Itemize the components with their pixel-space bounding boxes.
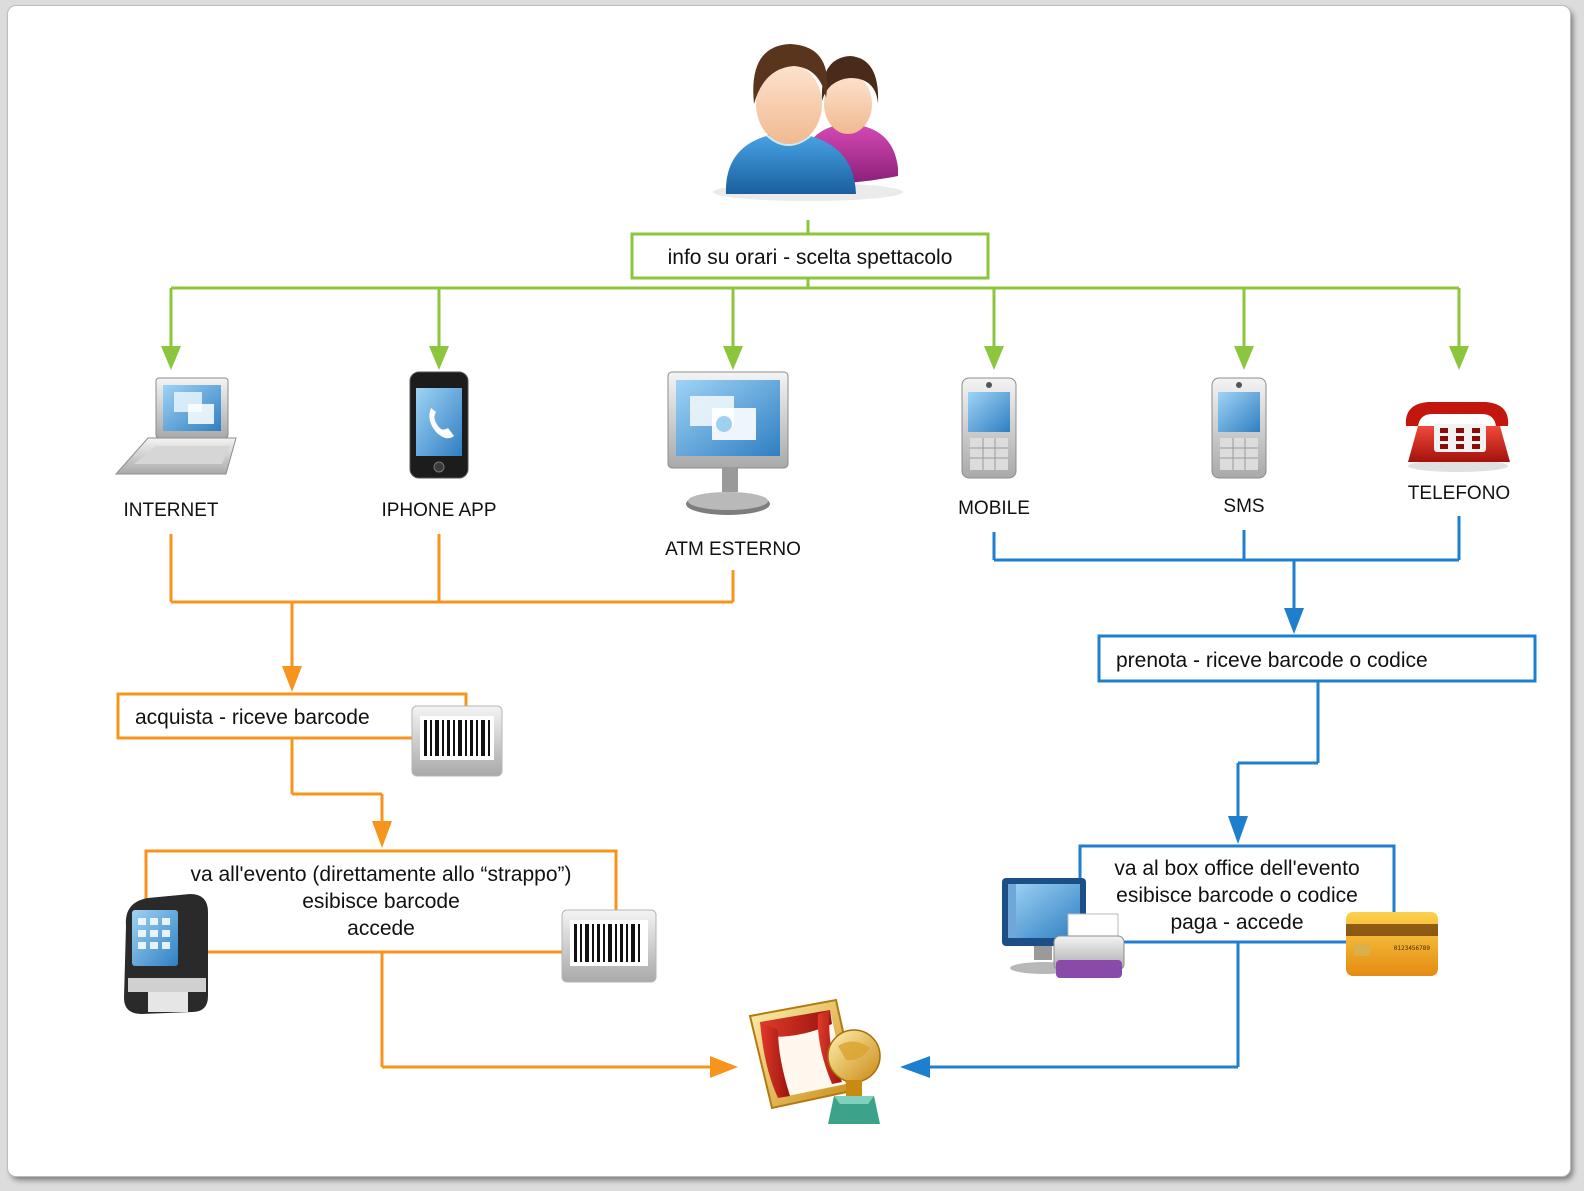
monitor-icon [667,371,789,515]
box-office-line-3: paga - accede [1170,911,1303,934]
evento-line-3: accede [347,917,415,940]
prenota-box-label: prenota - riceve barcode o codice [1116,649,1428,672]
computer-printer-icon [1002,878,1125,978]
channel-label-iphone: IPHONE APP [381,500,496,521]
mobile-phone-icon [1211,377,1267,479]
channel-label-mobile: MOBILE [958,498,1030,519]
theatre-stage-icon [748,998,881,1124]
evento-line-2: esibisce barcode [302,890,460,913]
evento-line-1: va all'evento (direttamente allo “strapp… [190,863,571,886]
acquista-box [116,692,468,740]
box-office-line-2: esibisce barcode o codice [1116,884,1358,907]
channel-label-internet: INTERNET [124,500,219,521]
green-arrowheads [161,346,1469,370]
desk-telephone-icon [1405,402,1510,472]
credit-card-number: 0123456789 [1394,945,1431,952]
ticketing-flow-diagram: info su orari - scelta spettacolo acquis… [114,44,1537,1124]
laptop-icon [114,377,237,475]
channel-label-atm: ATM ESTERNO [665,539,801,560]
channel-label-sms: SMS [1223,496,1264,517]
box-office-line-1: va al box office dell'evento [1114,857,1359,880]
smartphone-icon [409,371,469,479]
blue-arrowheads [900,608,1304,1078]
top-box-label: info su orari - scelta spettacolo [668,246,953,269]
green-connector-lines [169,220,1461,352]
barcode-icon [411,705,503,777]
barcode-icon [561,909,657,983]
channel-label-telefono: TELEFONO [1408,483,1510,504]
blue-connector-lines [926,516,1461,1069]
acquista-box-label: acquista - riceve barcode [135,706,370,729]
diagram-frame: info su orari - scelta spettacolo acquis… [8,6,1570,1176]
credit-card-icon: 0123456789 [1346,912,1438,976]
mobile-phone-icon [961,377,1017,479]
ticket-scanner-icon [124,894,208,1014]
orange-arrowheads [282,666,738,1078]
orange-connector-lines [169,534,735,1069]
top-box [630,232,990,280]
prenota-box [1097,634,1537,683]
users-icon [713,44,903,201]
